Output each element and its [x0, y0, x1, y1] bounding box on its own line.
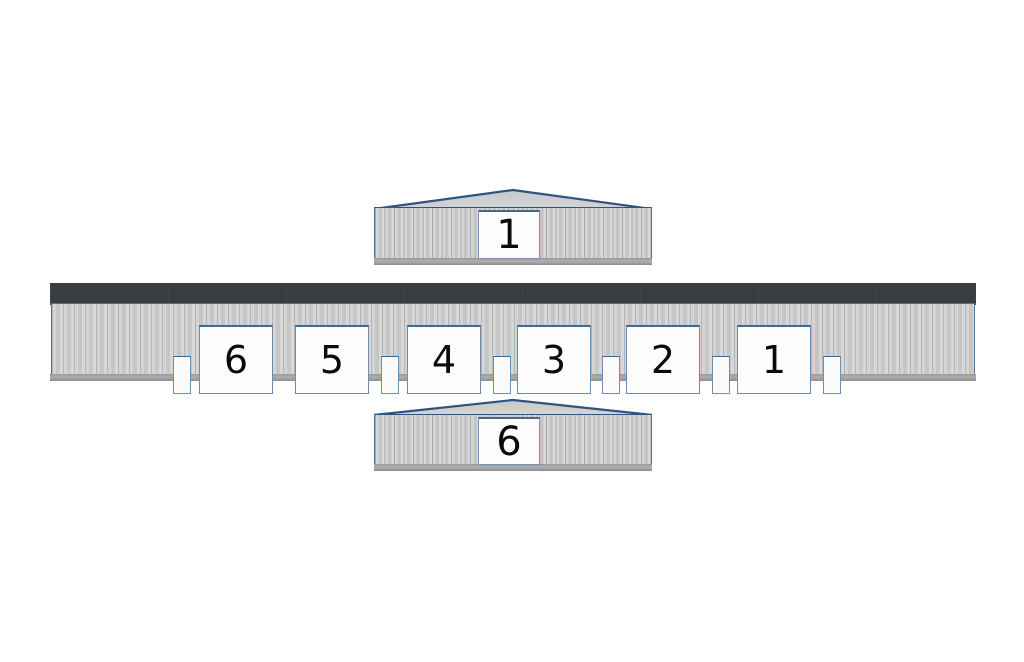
- gable-base-bottom: [374, 464, 652, 471]
- gable-roof-bottom: [373, 398, 653, 418]
- bay-door-3[interactable]: 3: [517, 325, 591, 394]
- bay-door-4[interactable]: 4: [407, 325, 481, 394]
- bay-door-number: 5: [319, 338, 345, 382]
- bay-door-number: 4: [431, 338, 457, 382]
- personnel-door-2[interactable]: [712, 356, 730, 394]
- openings-layer: 6 5 4 3 2 1: [51, 303, 975, 394]
- personnel-door-6[interactable]: [173, 356, 191, 394]
- bay-door-2[interactable]: 2: [626, 325, 700, 394]
- personnel-door-3[interactable]: [602, 356, 620, 394]
- gable-roof-top: [373, 188, 653, 212]
- side-elevation: 6 5 4 3 2 1: [50, 283, 976, 394]
- gable-base-top: [374, 258, 652, 265]
- main-base-footing: [50, 374, 976, 381]
- bay-door-number: 6: [223, 338, 249, 382]
- personnel-door-4[interactable]: [493, 356, 511, 394]
- bay-door-number: 3: [541, 338, 567, 382]
- bay-door-number: 2: [650, 338, 676, 382]
- roof-parapet-band: [50, 283, 976, 305]
- bay-door-number: 1: [496, 212, 522, 258]
- end-elevation-unit-1: 1: [373, 188, 653, 266]
- bay-door-6[interactable]: 6: [199, 325, 273, 394]
- bay-door-number: 6: [496, 418, 522, 465]
- end-elevation-unit-6: 6: [373, 398, 653, 472]
- bay-door-5[interactable]: 5: [295, 325, 369, 394]
- bay-door-number: 1: [761, 338, 787, 382]
- bay-door-1[interactable]: 1: [737, 325, 811, 394]
- personnel-door-1[interactable]: [823, 356, 841, 394]
- bay-door-unit-1[interactable]: 1: [478, 210, 540, 259]
- bay-door-unit-6[interactable]: 6: [478, 417, 540, 465]
- personnel-door-5[interactable]: [381, 356, 399, 394]
